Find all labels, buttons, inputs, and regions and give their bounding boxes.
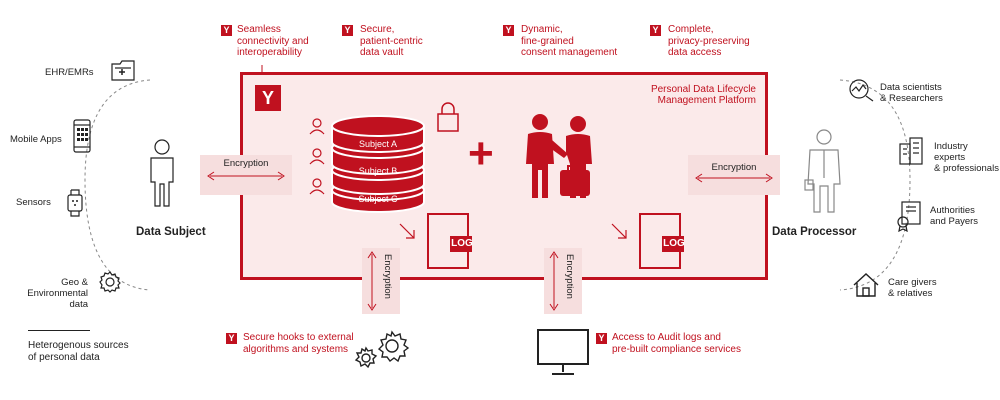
log-box-right [611,213,684,269]
data-subject-person-icon [150,139,174,207]
ehr-folder-icon [111,60,135,81]
platform-title: Personal Data Lifecycle Management Platf… [650,84,756,106]
encryption-band-hooks [362,248,400,314]
feature-3-badge: Y [503,25,514,36]
feature-2-badge: Y [342,25,353,36]
researcher-chart-icon [849,79,874,102]
log-label-right: LOG [663,238,685,249]
sources-dashed-arc [84,79,151,291]
data-subject-label: Data Subject [136,226,206,238]
sensor-watch-icon [67,189,83,217]
data-processor-label: Data Processor [772,226,857,238]
care-home-icon [853,273,879,297]
processor-industry-label: Industry experts& professionals [934,141,999,174]
encryption-label-right: Encryption [711,162,757,173]
lock-icon [437,102,459,132]
processor-care-label: Care givers& relatives [888,277,937,299]
industry-building-icon [899,137,923,165]
plus-sign: + [468,129,494,178]
geo-gear-icon [99,271,121,293]
algorithms-gears-icon [354,330,410,369]
authorities-certificate-icon [897,201,921,232]
encryption-arrow-hooks [367,251,377,311]
handshake-people-icon [526,114,592,198]
encryption-label-hooks: Encryption [382,254,393,299]
audit-monitor-icon [537,329,589,375]
feature-6-badge: Y [596,333,607,344]
source-ehr-label: EHR/EMRs [45,67,94,78]
mobile-phone-icon [73,119,91,153]
encryption-band-right [688,155,780,195]
database-icon [331,115,425,213]
encryption-label-left: Encryption [223,158,269,169]
data-processor-person-icon [804,129,841,213]
processors-dashed-arc [839,79,911,291]
database-subject-a: Subject A [358,139,398,149]
encryption-arrow-left [207,171,285,181]
encryption-label-audit: Encryption [564,254,575,299]
feature-5-badge: Y [226,333,237,344]
feature-1-badge: Y [221,25,232,36]
encryption-band-audit [544,248,582,314]
database-subject-c: Subject C [358,194,398,204]
subject-person-icons [309,118,325,195]
log-label-left: LOG [451,238,473,249]
source-mobile-label: Mobile Apps [10,134,62,145]
encryption-band-left [200,155,292,195]
feature-4-badge: Y [650,25,661,36]
legend-line [28,330,90,331]
database-subject-b: Subject B [358,166,398,176]
source-sensors-label: Sensors [16,197,51,208]
log-box-left [399,213,472,269]
platform-logo: Y [255,85,281,111]
encryption-arrow-audit [549,251,559,311]
processor-scientists-label: Data scientists& Researchers [880,82,943,104]
encryption-arrow-right [695,173,773,183]
